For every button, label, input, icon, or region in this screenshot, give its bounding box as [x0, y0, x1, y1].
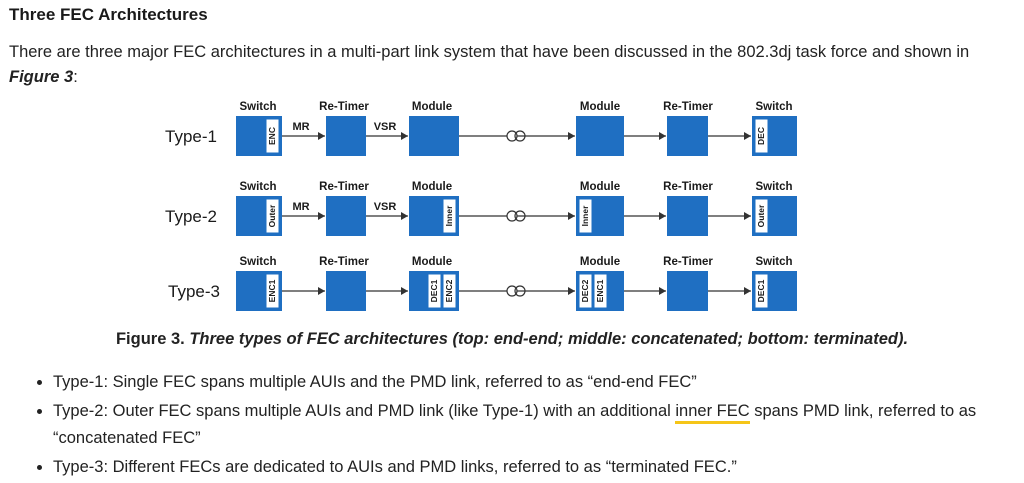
- fiber-coil-icon: [514, 285, 526, 297]
- column-header: Switch: [239, 256, 276, 268]
- fec-tag-label: ENC2: [444, 279, 454, 302]
- fec-tag-label: Outer: [756, 204, 766, 227]
- row-label-2: Type-2: [165, 207, 217, 226]
- row-label-1: Type-1: [165, 127, 217, 146]
- column-header: Module: [412, 181, 452, 193]
- retimer-block: [667, 196, 708, 236]
- intro-paragraph: There are three major FEC architectures …: [9, 40, 1014, 90]
- arrow-head: [744, 287, 751, 295]
- fec-tag: [578, 273, 593, 309]
- fec-tag: [265, 273, 280, 309]
- list-item-text: Type-2: Outer FEC spans multiple AUIs an…: [53, 402, 676, 420]
- arrow-head: [568, 212, 575, 220]
- arrow-head: [659, 287, 666, 295]
- arrow-head: [568, 287, 575, 295]
- fec-tag: [578, 198, 593, 234]
- fiber-coil-icon: [514, 210, 526, 222]
- fec-tag: [265, 198, 280, 234]
- fec-tag-label: DEC1: [756, 279, 766, 302]
- list-item-text: Type-3: Different FECs are dedicated to …: [53, 458, 737, 476]
- column-header: Switch: [755, 256, 792, 268]
- fec-tag: [754, 273, 769, 309]
- column-header: Re-Timer: [663, 181, 713, 193]
- column-header: Module: [580, 256, 620, 268]
- link-label-vsr: VSR: [374, 201, 397, 213]
- module-block: [409, 116, 459, 156]
- fec-tag-label: Inner: [580, 205, 590, 226]
- column-header: Module: [580, 101, 620, 113]
- column-header: Re-Timer: [319, 256, 369, 268]
- fec-tag: [427, 273, 442, 309]
- column-header: Re-Timer: [663, 256, 713, 268]
- fiber-coil-icon: [506, 130, 518, 142]
- fec-tag-label: Outer: [267, 204, 277, 227]
- arrow-head: [401, 287, 408, 295]
- column-header: Switch: [755, 101, 792, 113]
- fec-tag: [265, 118, 280, 154]
- arrow-head: [318, 287, 325, 295]
- list-item-text-continued: spans PMD link, referred to as “concaten…: [53, 402, 977, 447]
- fiber-coil-icon: [514, 130, 526, 142]
- fiber-coil-icon: [506, 210, 518, 222]
- section-heading: Three FEC Architectures: [9, 5, 208, 24]
- arrow-head: [744, 132, 751, 140]
- retimer-block: [667, 116, 708, 156]
- arrow-head: [659, 132, 666, 140]
- column-header: Module: [580, 181, 620, 193]
- arrow-head: [659, 212, 666, 220]
- module-block: [576, 116, 624, 156]
- column-header: Switch: [239, 101, 276, 113]
- figure-reference: Figure 3: [9, 68, 74, 86]
- retimer-block: [326, 271, 366, 311]
- list-item: Type-1: Single FEC spans multiple AUIs a…: [53, 369, 1024, 396]
- intro-colon: :: [73, 68, 78, 86]
- link-label-mr: MR: [292, 121, 309, 133]
- fec-tag: [754, 198, 769, 234]
- fec-type-list: Type-1: Single FEC spans multiple AUIs a…: [17, 369, 1024, 483]
- arrow-head: [401, 212, 408, 220]
- retimer-block: [326, 116, 366, 156]
- column-header: Re-Timer: [663, 101, 713, 113]
- fec-tag-label: ENC: [267, 127, 277, 145]
- fiber-coil-icon: [506, 285, 518, 297]
- fec-tag-label: DEC2: [580, 279, 590, 302]
- row-label-3: Type-3: [168, 282, 220, 301]
- fec-tag-label: DEC1: [429, 279, 439, 302]
- fec-tag-label: ENC1: [595, 279, 605, 302]
- fec-tag-label: ENC1: [267, 279, 277, 302]
- inner-fec-highlight-link[interactable]: inner FEC: [675, 402, 750, 424]
- fec-tag: [442, 198, 457, 234]
- link-label-mr: MR: [292, 201, 309, 213]
- caption-text: Three types of FEC architectures (top: e…: [189, 330, 909, 348]
- arrow-head: [744, 212, 751, 220]
- column-header: Module: [412, 101, 452, 113]
- column-header: Module: [412, 256, 452, 268]
- arrow-head: [318, 132, 325, 140]
- fec-tag-label: Inner: [444, 205, 454, 226]
- column-header: Re-Timer: [319, 181, 369, 193]
- intro-text: There are three major FEC architectures …: [9, 43, 970, 61]
- caption-prefix: Figure 3.: [115, 330, 190, 348]
- column-header: Switch: [755, 181, 792, 193]
- column-header: Switch: [239, 181, 276, 193]
- list-item: Type-3: Different FECs are dedicated to …: [53, 454, 1024, 481]
- column-header: Re-Timer: [319, 101, 369, 113]
- fec-tag: [593, 273, 608, 309]
- arrow-head: [401, 132, 408, 140]
- link-label-vsr: VSR: [374, 121, 397, 133]
- figure-caption: Figure 3. Three types of FEC architectur…: [0, 330, 1024, 349]
- arrow-head: [568, 132, 575, 140]
- arrow-head: [318, 212, 325, 220]
- list-item-text: Type-1: Single FEC spans multiple AUIs a…: [53, 373, 697, 391]
- list-item: Type-2: Outer FEC spans multiple AUIs an…: [53, 398, 1024, 452]
- fec-tag: [442, 273, 457, 309]
- fec-tag: [754, 118, 769, 154]
- fec-tag-label: DEC: [756, 127, 766, 145]
- retimer-block: [326, 196, 366, 236]
- retimer-block: [667, 271, 708, 311]
